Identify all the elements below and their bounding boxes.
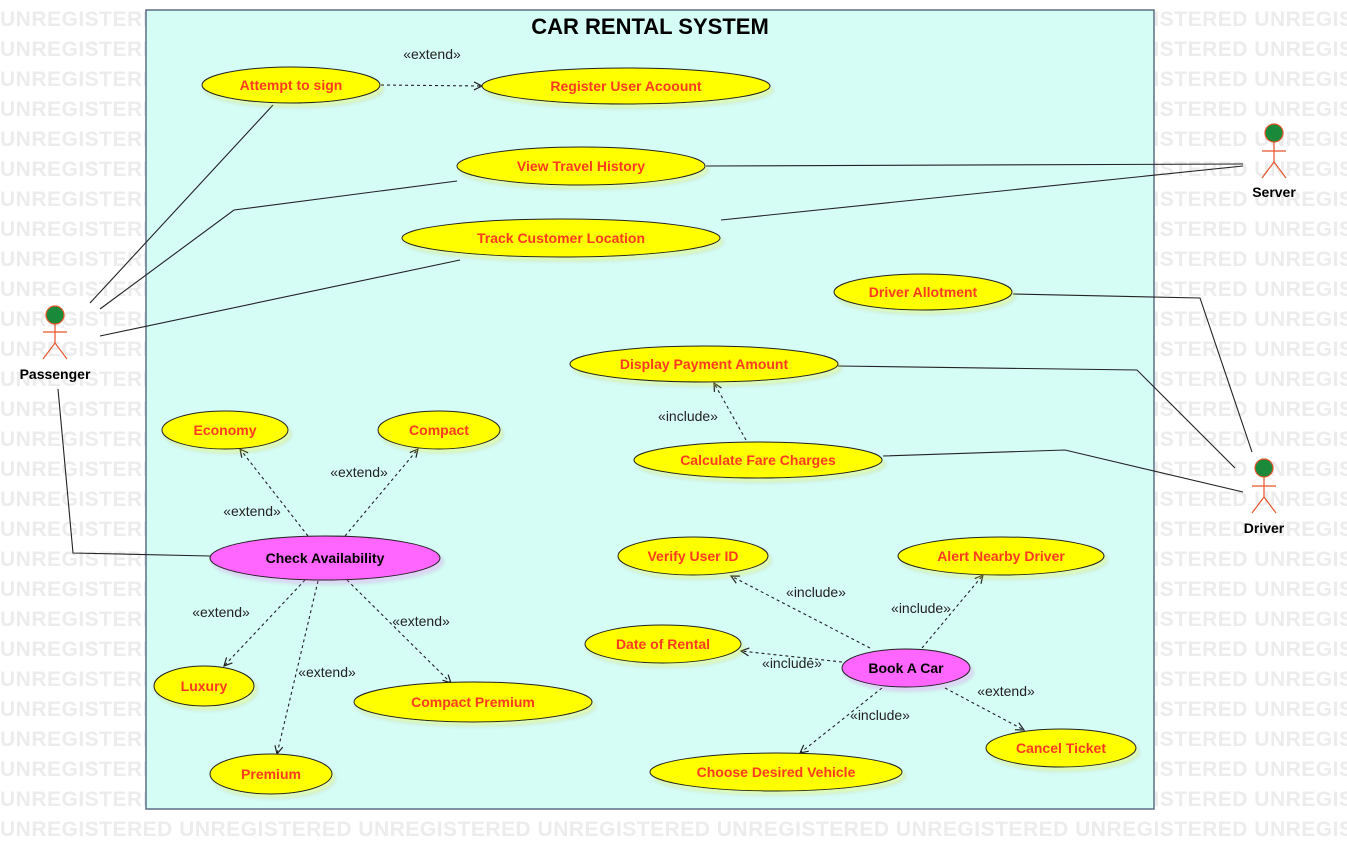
usecase-date-of-rental[interactable]: Date of Rental: [584, 624, 742, 664]
label-include-alert: «include»: [891, 600, 951, 616]
svg-text:Premium: Premium: [241, 766, 301, 782]
assoc-passenger-availability: [57, 388, 211, 557]
actor-driver[interactable]: Driver: [1244, 458, 1285, 536]
usecase-check-availability[interactable]: Check Availability: [209, 535, 441, 581]
watermark-row: UNREGISTERED UNREGISTERED UNREGISTERED U…: [0, 818, 1347, 841]
assoc-passenger-history: [99, 180, 458, 310]
svg-text:Cancel Ticket: Cancel Ticket: [1016, 740, 1106, 756]
system-boundary: [145, 9, 1155, 810]
usecase-driver-allotment[interactable]: Driver Allotment: [833, 273, 1013, 311]
svg-text:Compact Premium: Compact Premium: [411, 694, 535, 710]
dep-book-verify: [731, 576, 871, 649]
usecase-compact[interactable]: Compact: [377, 410, 501, 450]
dep-book-cancel: [944, 687, 1024, 730]
usecase-register-user-account[interactable]: Register User Acoount: [481, 67, 771, 105]
usecase-display-payment-amount[interactable]: Display Payment Amount: [569, 345, 839, 383]
label-extend-luxury: «extend»: [192, 604, 250, 620]
actor-label: Server: [1252, 184, 1296, 200]
svg-text:Verify User ID: Verify User ID: [647, 548, 738, 564]
label-extend-premium: «extend»: [298, 664, 356, 680]
assoc-server-history: [705, 163, 1244, 167]
svg-text:Alert Nearby Driver: Alert Nearby Driver: [937, 548, 1065, 564]
assoc-driver-fare: [882, 449, 1244, 493]
svg-text:Choose Desired Vehicle: Choose Desired Vehicle: [697, 764, 856, 780]
label-include-payment: «include»: [658, 408, 718, 424]
dep-availability-compact: [344, 449, 418, 537]
diagram-title: CAR RENTAL SYSTEM: [531, 14, 769, 39]
svg-text:Luxury: Luxury: [181, 678, 228, 694]
dep-book-alert: [921, 575, 983, 649]
label-include-verify: «include»: [786, 584, 846, 600]
usecase-choose-desired-vehicle[interactable]: Choose Desired Vehicle: [649, 752, 903, 792]
actor-label: Passenger: [20, 366, 91, 382]
actor-figure-icon: [1251, 458, 1277, 514]
usecase-attempt-to-sign[interactable]: Attempt to sign: [201, 66, 381, 104]
usecase-luxury[interactable]: Luxury: [153, 665, 255, 707]
dep-availability-luxury: [224, 579, 306, 666]
svg-text:View Travel History: View Travel History: [517, 158, 645, 174]
svg-text:Economy: Economy: [193, 422, 256, 438]
dep-availability-economy: [240, 449, 309, 537]
label-include-choose: «include»: [850, 707, 910, 723]
actor-figure-icon: [1261, 123, 1287, 179]
svg-text:Track Customer Location: Track Customer Location: [477, 230, 645, 246]
usecase-cancel-ticket[interactable]: Cancel Ticket: [985, 728, 1137, 768]
actor-passenger[interactable]: Passenger: [20, 305, 91, 382]
usecase-economy[interactable]: Economy: [161, 410, 289, 450]
actor-label: Driver: [1244, 520, 1285, 536]
dep-attempt-register: [380, 85, 482, 86]
assoc-driver-payment: [837, 365, 1236, 469]
svg-text:Book A Car: Book A Car: [868, 660, 944, 676]
assoc-passenger-track: [99, 259, 461, 337]
usecase-alert-nearby-driver[interactable]: Alert Nearby Driver: [897, 536, 1105, 576]
label-include-date: «include»: [762, 655, 822, 671]
label-extend-economy: «extend»: [223, 503, 281, 519]
svg-text:Calculate Fare Charges: Calculate Fare Charges: [680, 452, 836, 468]
svg-text:Check Availability: Check Availability: [266, 550, 385, 566]
label-extend-compact-premium: «extend»: [392, 613, 450, 629]
svg-text:Register User Acoount: Register User Acoount: [550, 78, 702, 94]
usecase-verify-user-id[interactable]: Verify User ID: [617, 536, 769, 576]
usecase-book-a-car[interactable]: Book A Car: [841, 648, 971, 688]
assoc-server-track: [720, 165, 1244, 221]
svg-text:Driver Allotment: Driver Allotment: [869, 284, 978, 300]
usecase-compact-premium[interactable]: Compact Premium: [353, 681, 593, 723]
svg-text:Display Payment Amount: Display Payment Amount: [620, 356, 789, 372]
actor-server[interactable]: Server: [1252, 123, 1296, 200]
svg-text:Date of Rental: Date of Rental: [616, 636, 710, 652]
use-cases: Attempt to sign Register User Acoount Vi…: [153, 66, 1137, 795]
dep-fare-payment: [714, 383, 747, 441]
associations: [57, 104, 1253, 557]
usecase-premium[interactable]: Premium: [209, 753, 333, 795]
usecase-track-customer-location[interactable]: Track Customer Location: [401, 218, 721, 258]
stereotype-labels: «extend» «include» «extend» «extend» «ex…: [192, 46, 1035, 723]
usecase-view-travel-history[interactable]: View Travel History: [456, 146, 706, 186]
usecase-calculate-fare-charges[interactable]: Calculate Fare Charges: [633, 441, 883, 479]
label-extend-compact: «extend»: [330, 464, 388, 480]
dependencies: [224, 85, 1024, 754]
assoc-passenger-attempt: [89, 104, 274, 304]
actor-figure-icon: [42, 305, 68, 360]
svg-text:Compact: Compact: [409, 422, 469, 438]
svg-text:Attempt to sign: Attempt to sign: [240, 77, 343, 93]
dep-availability-compact-premium: [346, 579, 451, 683]
label-extend-cancel: «extend»: [977, 683, 1035, 699]
assoc-driver-allotment: [1012, 293, 1253, 453]
dep-book-date: [741, 651, 843, 663]
label-extend-register: «extend»: [403, 46, 461, 62]
